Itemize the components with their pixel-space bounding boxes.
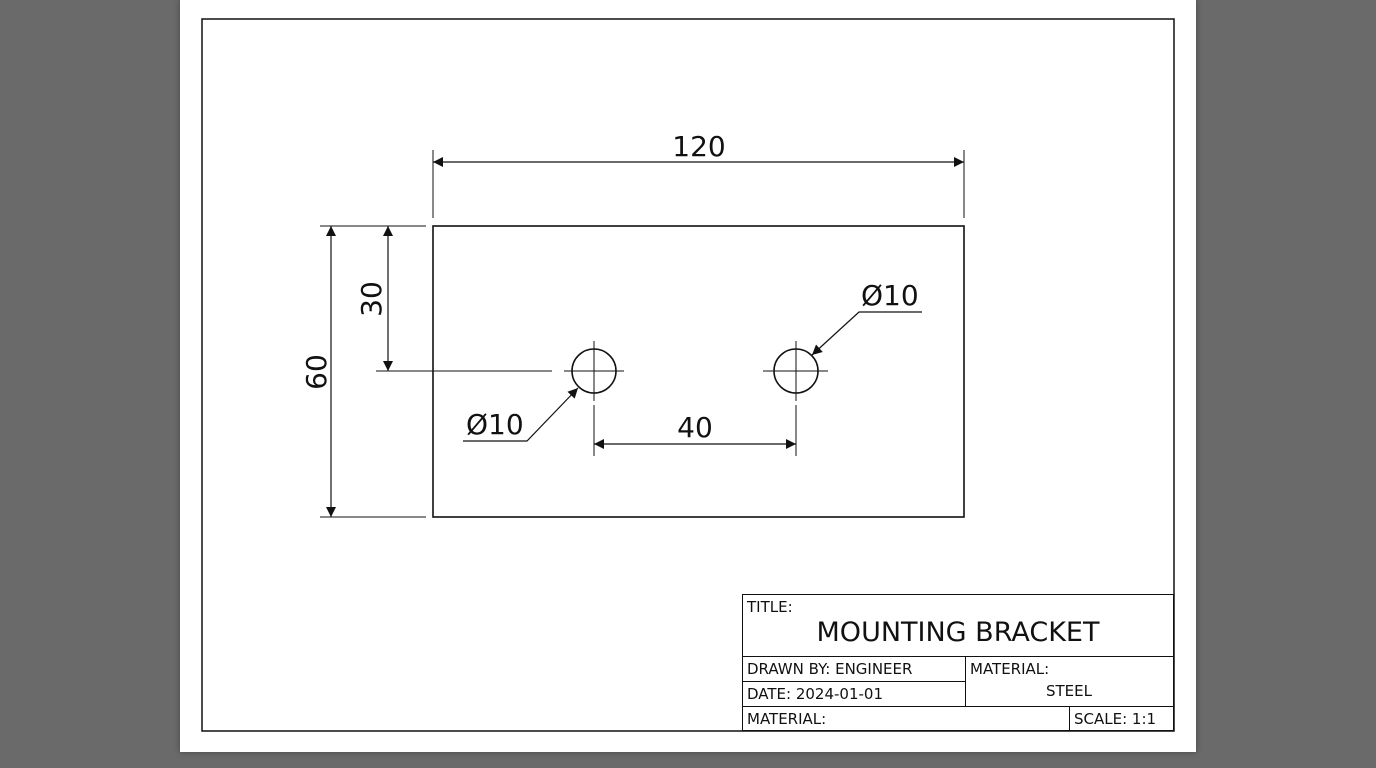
title-label: TITLE: (747, 598, 793, 616)
dimension-overall-width: 120 (432, 130, 965, 218)
drawn-by-label: DRAWN BY: ENGINEER (747, 660, 913, 678)
title-cell: TITLE: MOUNTING BRACKET (742, 594, 1174, 657)
dimension-label-40: 40 (677, 411, 713, 444)
hole-left (564, 341, 624, 401)
leader-hole-right: Ø10 (811, 279, 922, 356)
material-cell: MATERIAL: STEEL (965, 656, 1174, 707)
dimension-label-30: 30 (355, 281, 388, 317)
drawn-by-cell: DRAWN BY: ENGINEER (742, 656, 966, 682)
dimension-overall-height: 60 (300, 225, 426, 518)
material-value: STEEL (1046, 682, 1092, 700)
drawing-border (201, 18, 1175, 732)
material-label-top: MATERIAL: (970, 660, 1050, 678)
hole-left-diameter-label: Ø10 (466, 408, 524, 441)
material-bottom-cell: MATERIAL: (742, 706, 1070, 731)
dimension-label-60: 60 (300, 354, 333, 390)
dimension-hole-offset: 30 (355, 226, 552, 372)
hole-right-diameter-label: Ø10 (861, 279, 919, 312)
date-cell: DATE: 2024-01-01 (742, 681, 966, 707)
date-label: DATE: 2024-01-01 (747, 685, 884, 703)
title-value: MOUNTING BRACKET (816, 617, 1100, 648)
hole-right (763, 341, 828, 401)
scale-cell: SCALE: 1:1 (1069, 706, 1174, 731)
technical-drawing: 120 60 30 40 Ø10 Ø10 (201, 18, 1175, 732)
material-label-bottom: MATERIAL: (747, 710, 827, 728)
drawing-sheet: 120 60 30 40 Ø10 Ø10 (180, 0, 1196, 752)
dimension-hole-spacing: 40 (593, 405, 797, 456)
scale-label: SCALE: 1:1 (1074, 710, 1157, 728)
dimension-label-120: 120 (672, 130, 725, 163)
title-block: TITLE: MOUNTING BRACKET DRAWN BY: ENGINE… (742, 594, 1174, 731)
leader-hole-left: Ø10 (463, 387, 579, 442)
